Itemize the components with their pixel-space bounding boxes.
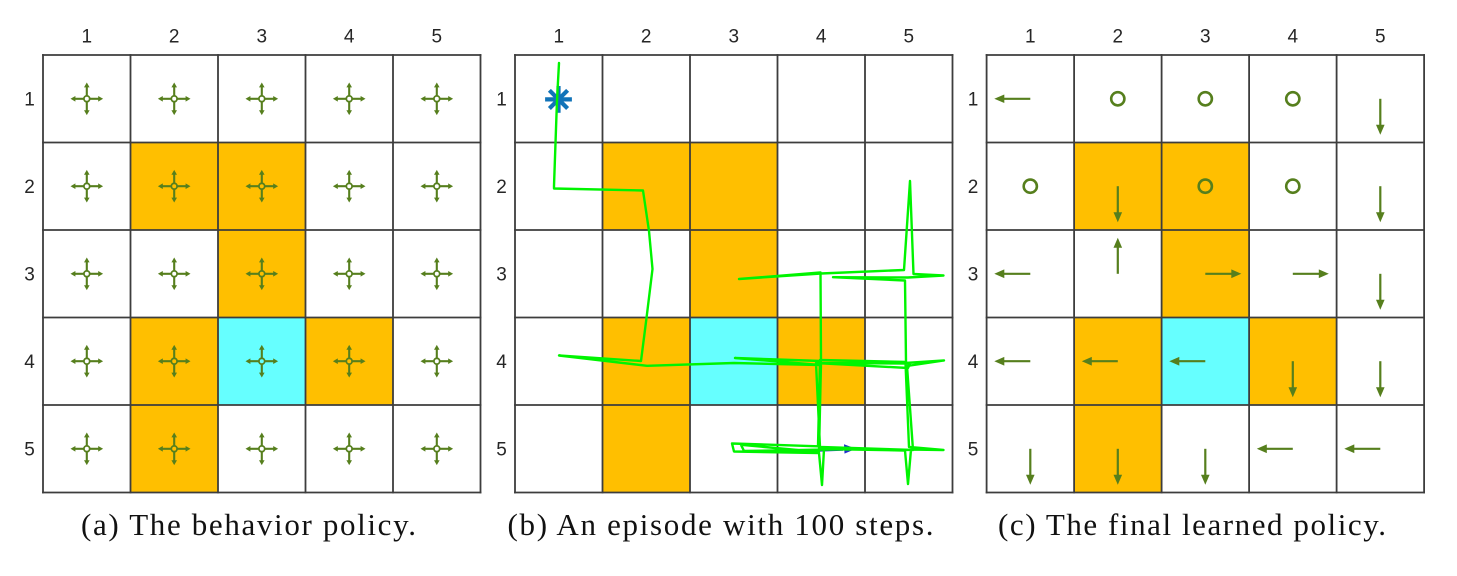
svg-text:2: 2 bbox=[1113, 27, 1124, 48]
svg-text:3: 3 bbox=[496, 265, 507, 286]
svg-text:5: 5 bbox=[1375, 27, 1386, 48]
svg-text:4: 4 bbox=[968, 352, 979, 373]
svg-text:5: 5 bbox=[968, 440, 979, 461]
svg-text:3: 3 bbox=[729, 27, 740, 48]
svg-text:1: 1 bbox=[968, 90, 979, 111]
svg-text:4: 4 bbox=[496, 352, 507, 373]
svg-text:3: 3 bbox=[24, 265, 35, 286]
svg-text:4: 4 bbox=[1288, 27, 1299, 48]
svg-text:2: 2 bbox=[169, 27, 180, 48]
svg-text:2: 2 bbox=[641, 27, 652, 48]
svg-text:1: 1 bbox=[496, 90, 507, 111]
svg-text:3: 3 bbox=[968, 265, 979, 286]
svg-text:4: 4 bbox=[24, 352, 35, 373]
svg-text:3: 3 bbox=[1200, 27, 1211, 48]
svg-text:2: 2 bbox=[24, 177, 35, 198]
svg-text:2: 2 bbox=[496, 177, 507, 198]
svg-text:1: 1 bbox=[1025, 27, 1036, 48]
svg-text:(a) The behavior policy.: (a) The behavior policy. bbox=[81, 507, 416, 542]
svg-text:3: 3 bbox=[257, 27, 268, 48]
svg-text:5: 5 bbox=[496, 440, 507, 461]
svg-text:2: 2 bbox=[968, 177, 979, 198]
svg-text:5: 5 bbox=[432, 27, 443, 48]
svg-text:(c) The final learned policy.: (c) The final learned policy. bbox=[998, 507, 1386, 542]
svg-text:5: 5 bbox=[24, 440, 35, 461]
svg-text:1: 1 bbox=[82, 27, 93, 48]
svg-text:1: 1 bbox=[24, 90, 35, 111]
svg-text:5: 5 bbox=[904, 27, 915, 48]
svg-text:1: 1 bbox=[554, 27, 565, 48]
svg-text:4: 4 bbox=[344, 27, 355, 48]
svg-text:(b) An episode with 100 steps.: (b) An episode with 100 steps. bbox=[508, 507, 934, 542]
svg-text:4: 4 bbox=[816, 27, 827, 48]
